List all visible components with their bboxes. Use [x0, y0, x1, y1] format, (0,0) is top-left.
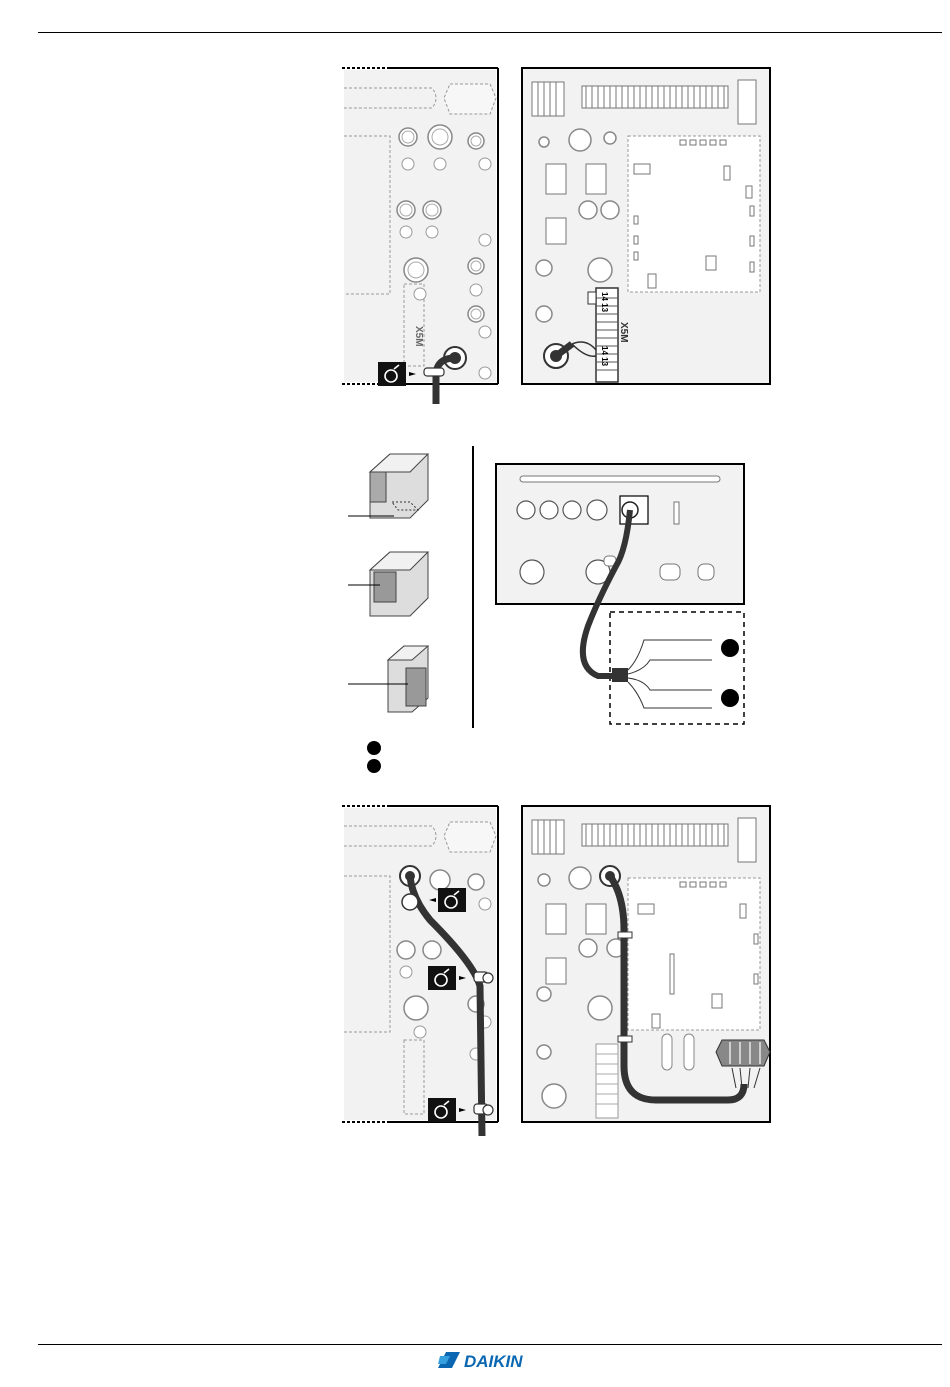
daikin-logo: DAIKIN — [438, 1348, 544, 1372]
terminal-box — [496, 464, 744, 604]
clamp-step-1 — [348, 454, 428, 518]
terminal-label-top: 14 13 — [600, 292, 609, 313]
label-x5m-right: X5M — [618, 322, 629, 343]
clamp-step-3 — [348, 646, 428, 712]
figure-bottom-routing — [340, 804, 775, 1140]
figure-top-wiring: X5M — [340, 66, 775, 406]
header-rule — [38, 32, 942, 33]
clamp-step-2 — [348, 552, 428, 616]
brand-name: DAIKIN — [464, 1352, 523, 1371]
left-panel-top: X5M — [342, 68, 498, 404]
legend-dot-2 — [367, 759, 381, 773]
right-panel-bottom — [522, 806, 770, 1122]
terminal-label-bottom: 14 13 — [600, 346, 609, 367]
label-x5m-left: X5M — [413, 326, 424, 347]
callout-dot-2 — [721, 689, 739, 707]
callout-dot-1 — [721, 639, 739, 657]
figure-middle-connection — [348, 440, 750, 780]
footer-rule — [38, 1344, 942, 1345]
legend-dot-1 — [367, 741, 381, 755]
left-panel-bottom — [342, 806, 498, 1136]
right-panel-top: 14 13 14 13 X5M — [522, 68, 770, 384]
